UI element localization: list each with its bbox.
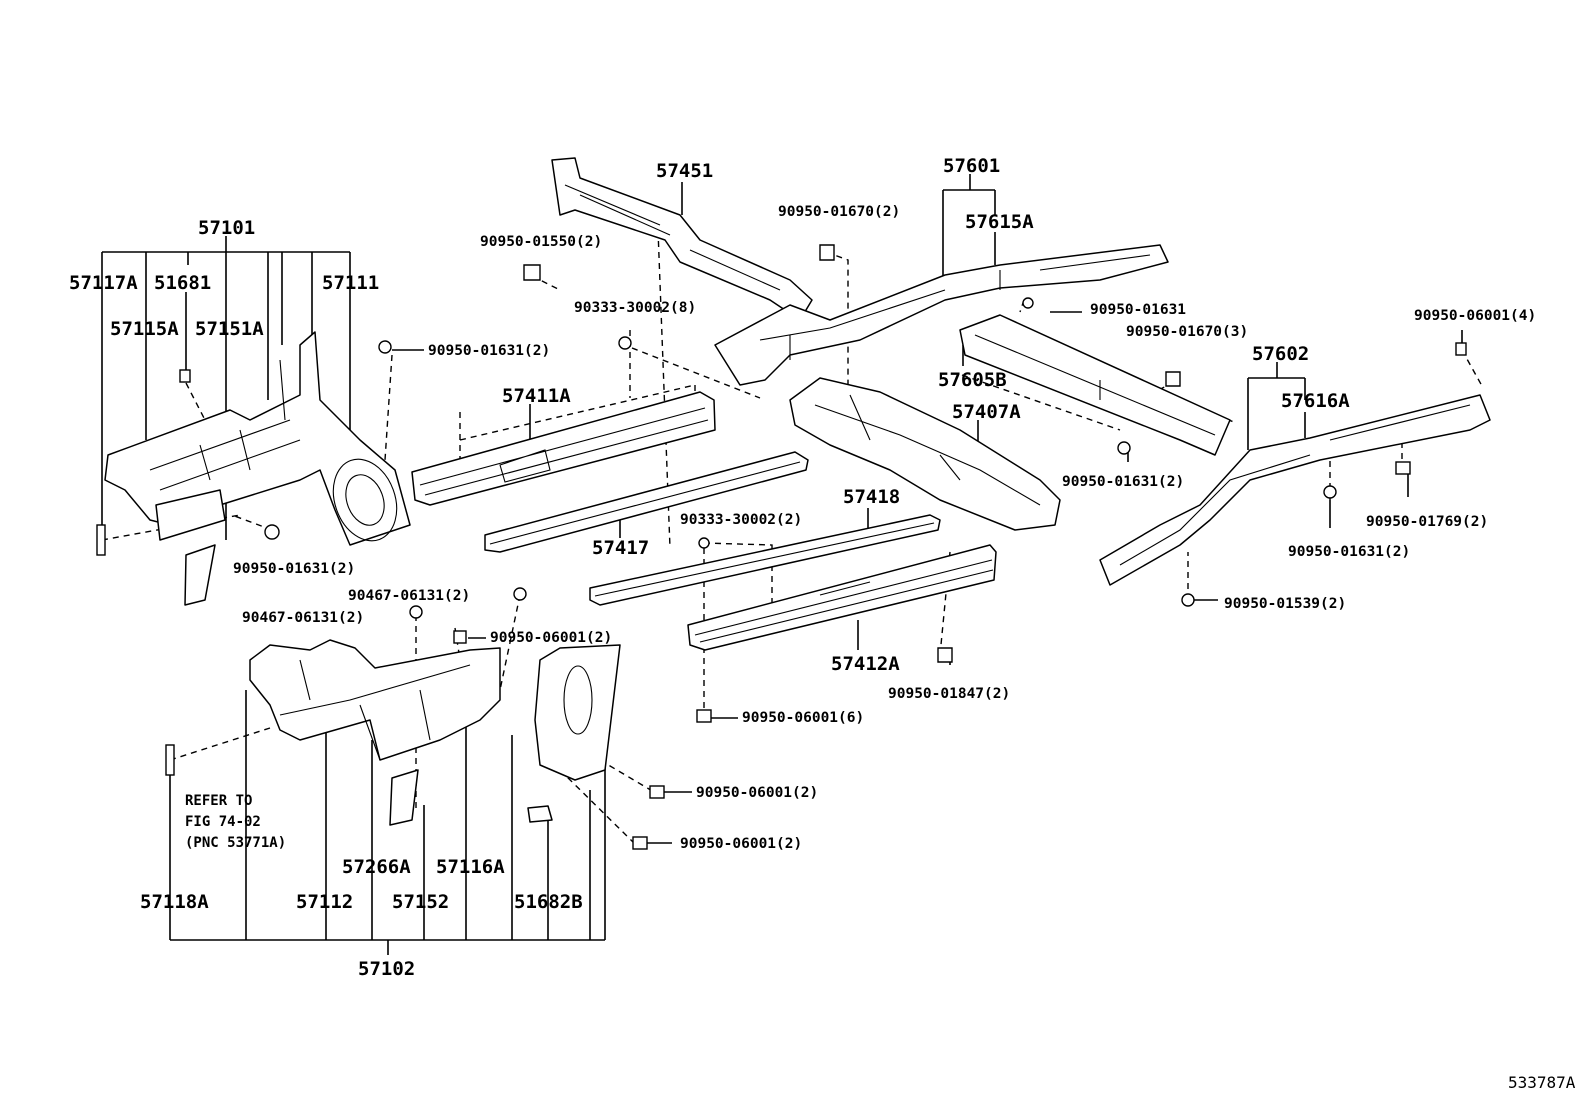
bolt-icon [513, 587, 527, 601]
clip-icon [96, 524, 106, 556]
bolt-icon [1117, 441, 1131, 455]
part-57602-rear-side-member[interactable] [1099, 394, 1491, 586]
label-57151A: 57151A [195, 318, 264, 340]
label-90950-01631-d: 90950-01631(2) [1288, 544, 1410, 560]
label-57111: 57111 [322, 272, 379, 294]
label-57115A: 57115A [110, 318, 179, 340]
part-57412A-rocker[interactable] [687, 544, 997, 651]
clip-icon [632, 836, 648, 850]
clip-icon [1395, 461, 1411, 475]
clip-icon [649, 785, 665, 799]
label-57117A: 57117A [69, 272, 138, 294]
part-number-labels: 57101 57117A 51681 57111 57115A 57151A 5… [69, 155, 1350, 980]
label-57605B: 57605B [938, 369, 1007, 391]
nut-icon [1165, 371, 1181, 387]
part-57601-rear-side-member[interactable] [714, 244, 1169, 386]
clip-icon [1455, 342, 1467, 356]
clip-icon [165, 744, 175, 776]
nut-icon [378, 340, 392, 354]
part-57451-crossmember[interactable] [551, 157, 813, 321]
label-90950-06001-c: 90950-06001(2) [680, 836, 802, 852]
nut-icon [264, 524, 280, 540]
figure-id: 533787A [1508, 1073, 1576, 1092]
bolt-icon [1181, 593, 1195, 607]
label-90950-01670-2: 90950-01670(2) [778, 204, 900, 220]
part-57411A-rocker[interactable] [411, 391, 716, 506]
label-57116A: 57116A [436, 856, 505, 878]
label-90950-01631: 90950-01631 [1090, 302, 1186, 318]
label-90950-01670-3: 90950-01670(3) [1126, 324, 1248, 340]
label-51682B: 51682B [514, 891, 583, 913]
label-57418: 57418 [843, 486, 900, 508]
label-57615A: 57615A [965, 211, 1034, 233]
label-90950-01550: 90950-01550(2) [480, 234, 602, 250]
label-57411A: 57411A [502, 385, 571, 407]
label-57266A: 57266A [342, 856, 411, 878]
label-57407A: 57407A [952, 401, 1021, 423]
label-90950-01631-b: 90950-01631(2) [233, 561, 355, 577]
label-90950-01539: 90950-01539(2) [1224, 596, 1346, 612]
label-90950-01631-a: 90950-01631(2) [428, 343, 550, 359]
part-57101-side-member[interactable] [104, 331, 411, 606]
label-57602: 57602 [1252, 343, 1309, 365]
label-57601: 57601 [943, 155, 1000, 177]
part-57605B-rear-crossmember[interactable] [959, 314, 1231, 456]
label-90333-30002-2: 90333-30002(2) [680, 512, 802, 528]
label-57112: 57112 [296, 891, 353, 913]
note-line-1: REFER TO [185, 793, 252, 809]
bolt-icon [618, 336, 632, 350]
label-90950-01847: 90950-01847(2) [888, 686, 1010, 702]
part-57418-sill[interactable] [589, 514, 941, 606]
nut-icon [523, 264, 541, 281]
label-90950-06001-4: 90950-06001(4) [1414, 308, 1536, 324]
label-90333-30002-8: 90333-30002(8) [574, 300, 696, 316]
part-57417-sill[interactable] [484, 451, 809, 553]
label-90950-06001-a: 90950-06001(2) [490, 630, 612, 646]
label-90950-06001-6: 90950-06001(6) [742, 710, 864, 726]
bolt-icon [1323, 485, 1337, 499]
note-line-2: FIG 74-02 [185, 814, 261, 830]
fastener-labels: 90950-01550(2) 90950-01670(2) 90333-3000… [233, 204, 1536, 852]
bolt-icon [409, 605, 423, 619]
bolt-icon [1022, 297, 1034, 309]
label-57101: 57101 [198, 217, 255, 239]
clip-icon [696, 709, 712, 723]
label-57451: 57451 [656, 160, 713, 182]
label-90950-06001-b: 90950-06001(2) [696, 785, 818, 801]
label-57417: 57417 [592, 537, 649, 559]
label-90950-01631-c: 90950-01631(2) [1062, 474, 1184, 490]
label-57118A: 57118A [140, 891, 209, 913]
label-51681: 51681 [154, 272, 211, 294]
label-57102: 57102 [358, 958, 415, 980]
label-57412A: 57412A [831, 653, 900, 675]
part-57407A-floor-crossmember[interactable] [789, 377, 1061, 531]
part-57102-side-member[interactable] [249, 639, 621, 826]
label-90467-06131-b: 90467-06131(2) [242, 610, 364, 626]
nut-icon [819, 244, 835, 261]
clip-icon [453, 630, 467, 644]
label-90950-01769: 90950-01769(2) [1366, 514, 1488, 530]
label-90467-06131-a: 90467-06131(2) [348, 588, 470, 604]
nut-icon [937, 647, 953, 663]
fastener-icons [96, 244, 1467, 850]
clip-icon [179, 369, 191, 383]
bolt-icon [698, 537, 710, 549]
note-line-3: (PNC 53771A) [185, 835, 286, 851]
refer-note: REFER TO FIG 74-02 (PNC 53771A) [185, 793, 286, 851]
label-57616A: 57616A [1281, 390, 1350, 412]
label-57152: 57152 [392, 891, 449, 913]
